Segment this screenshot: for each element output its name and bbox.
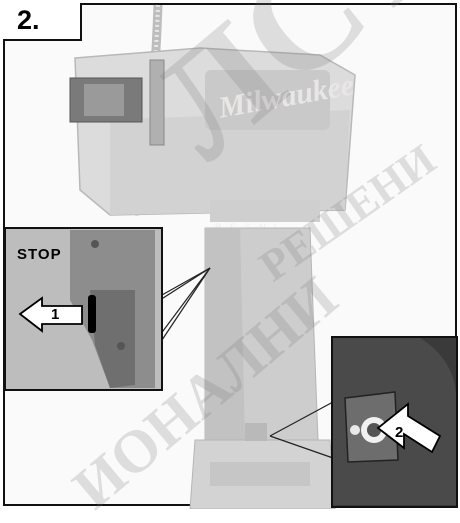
push-arrow-1 — [18, 296, 83, 333]
tool-illustration: R E S N L — [4, 4, 458, 509]
stop-label: STOP — [17, 246, 62, 263]
arrow-1-number: 1 — [51, 306, 60, 323]
push-arrow-2 — [376, 402, 442, 454]
arrow-2-number: 2 — [395, 424, 404, 441]
tool-head: R E S N L — [69, 47, 356, 232]
clamp-screw — [149, 59, 165, 146]
stop-marker — [88, 295, 96, 333]
step-number-box: 2. — [3, 3, 82, 41]
svg-text:R E S N L: R E S N L — [215, 222, 282, 232]
tool-handle — [189, 227, 336, 509]
switch-inset — [269, 336, 458, 508]
direction-switch — [245, 423, 267, 441]
step-number: 2. — [17, 5, 40, 35]
stop-inset — [4, 227, 211, 391]
